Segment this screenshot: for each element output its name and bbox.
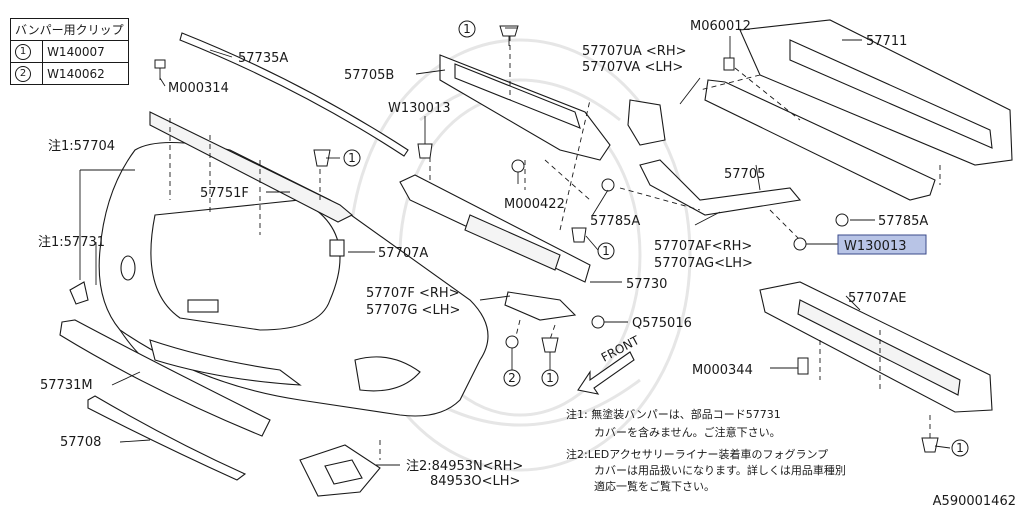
label-57711[interactable]: 57711 — [866, 34, 907, 49]
bolt-m000314[interactable] — [154, 59, 166, 80]
label-57705[interactable]: 57705 — [724, 167, 765, 182]
highlighted-part-w130013[interactable]: W130013 — [837, 234, 927, 255]
clip-table: バンパー用クリップ 1 W140007 2 W140062 — [9, 18, 129, 85]
part-labels: 57735A M000314 57705B W130013 57707UA <R… — [38, 19, 928, 489]
bolt-57785A-mid[interactable] — [601, 178, 615, 192]
label-57707AG[interactable]: 57707AG<LH> — [654, 256, 753, 271]
clip-w130013-right[interactable] — [793, 237, 807, 251]
clip-1-mid[interactable] — [571, 227, 587, 243]
clip-marker-1: 1 — [15, 44, 31, 60]
label-57707F[interactable]: 57707F <RH> — [366, 286, 460, 301]
clip-w130013-left[interactable] — [417, 143, 433, 159]
side-bracket-57707F[interactable] — [504, 291, 577, 321]
label-w130013[interactable]: W130013 — [388, 101, 450, 116]
clip-table-row: 2 W140062 — [9, 62, 129, 85]
label-m060012[interactable]: M060012 — [690, 19, 751, 34]
lower-bracket-57707AF[interactable] — [639, 159, 802, 216]
clip-1-bottom-right[interactable] — [921, 437, 939, 453]
label-57730[interactable]: 57730 — [626, 277, 667, 292]
label-57707A[interactable]: 57707A — [378, 246, 428, 261]
clip-1-left[interactable] — [313, 149, 331, 167]
guide-lines — [319, 36, 941, 460]
bumper-cover-57731[interactable] — [69, 281, 89, 305]
label-84953N[interactable]: 注2:84953N<RH> — [406, 459, 523, 474]
bolt-q575016[interactable] — [591, 315, 605, 329]
circle-markers: 1 1 1 2 1 1 — [343, 20, 969, 457]
label-m000344[interactable]: M000344 — [692, 363, 753, 378]
note-1-line2: カバーを含みません。ご注意下さい。 — [594, 425, 781, 439]
front-bumper-57704[interactable] — [98, 141, 489, 417]
svg-text:1: 1 — [956, 441, 964, 455]
note-2-line2: カバーは用品扱いになります。詳しくは用品車種別 — [594, 463, 846, 477]
clip-1-lower[interactable] — [541, 337, 559, 353]
label-57785A[interactable]: 57785A — [878, 214, 928, 229]
marker-1: 1 — [951, 439, 969, 457]
bolt-m000422[interactable] — [511, 159, 525, 184]
clip-2-lower[interactable] — [505, 335, 519, 349]
clip-1-top[interactable] — [499, 25, 519, 46]
marker-1: 1 — [458, 20, 476, 38]
fog-lamp-cover-84953[interactable] — [299, 444, 381, 497]
clip-table-header: バンパー用クリップ — [10, 18, 129, 41]
label-m000422[interactable]: M000422 — [504, 197, 565, 212]
small-bracket-57707A[interactable] — [329, 239, 345, 257]
label-57707G[interactable]: 57707G <LH> — [366, 303, 460, 318]
fasteners — [154, 25, 939, 453]
upper-rail-57751F[interactable] — [149, 111, 353, 235]
svg-text:1: 1 — [602, 244, 610, 258]
svg-text:1: 1 — [348, 151, 356, 165]
note-2-line3: 適応一覧をご覧下さい。 — [594, 479, 715, 493]
label-57731[interactable]: 注1:57731 — [38, 235, 105, 250]
label-57707AE[interactable]: 57707AE — [848, 291, 906, 306]
leader-lines — [79, 27, 951, 466]
label-57708[interactable]: 57708 — [60, 435, 101, 450]
label-57705B[interactable]: 57705B — [344, 68, 394, 83]
label-w130013-highlight[interactable]: W130013 — [844, 239, 906, 254]
svg-text:1: 1 — [546, 371, 554, 385]
label-57704[interactable]: 注1:57704 — [48, 139, 115, 154]
label-84953O[interactable]: 84953O<LH> — [430, 474, 520, 489]
marker-1: 1 — [343, 149, 361, 167]
label-57785A[interactable]: 57785A — [590, 214, 640, 229]
diagram-id: A590001462 — [933, 494, 1016, 509]
upper-molding-57735A[interactable] — [179, 32, 409, 157]
label-57707UA[interactable]: 57707UA <RH> — [582, 44, 687, 59]
lower-grille-57731M[interactable] — [59, 319, 271, 437]
label-57735A[interactable]: 57735A — [238, 51, 288, 66]
energy-absorber-57705[interactable] — [704, 79, 936, 201]
label-m000314[interactable]: M000314 — [168, 81, 229, 96]
lower-beam-57707AE[interactable] — [759, 281, 993, 413]
svg-text:1: 1 — [463, 22, 471, 36]
clip-marker-2: 2 — [15, 66, 31, 82]
label-57707VA[interactable]: 57707VA <LH> — [582, 60, 683, 75]
bolt-m060012[interactable] — [723, 57, 735, 71]
notes: 注1: 無塗装バンパーは、部品コード57731 カバーを含みません。ご注意下さい… — [566, 407, 846, 493]
bolt-57785A-right[interactable] — [835, 213, 849, 227]
note-2-line1: 注2:LEDアクセサリーライナー装着車のフォグランプ — [566, 447, 828, 461]
bolt-m000344[interactable] — [797, 357, 809, 375]
lower-strip-57708[interactable] — [87, 395, 247, 481]
label-57707AF[interactable]: 57707AF<RH> — [654, 239, 752, 254]
svg-text:2: 2 — [508, 371, 516, 385]
clip-part-number[interactable]: W140062 — [42, 62, 129, 85]
label-57731M[interactable]: 57731M — [40, 378, 93, 393]
clip-table-row: 1 W140007 — [9, 40, 129, 63]
bracket-beam-57705B[interactable] — [439, 54, 611, 161]
side-bracket-57707UA[interactable] — [627, 99, 666, 146]
marker-1: 1 — [541, 369, 559, 387]
note-1-line1: 注1: 無塗装バンパーは、部品コード57731 — [566, 407, 781, 421]
label-q575016[interactable]: Q575016 — [632, 316, 692, 331]
marker-1: 1 — [597, 242, 615, 260]
label-57751F[interactable]: 57751F — [200, 186, 249, 201]
clip-table-header-row: バンパー用クリップ — [10, 18, 129, 41]
absorber-57730[interactable] — [399, 174, 591, 283]
marker-2: 2 — [503, 369, 521, 387]
